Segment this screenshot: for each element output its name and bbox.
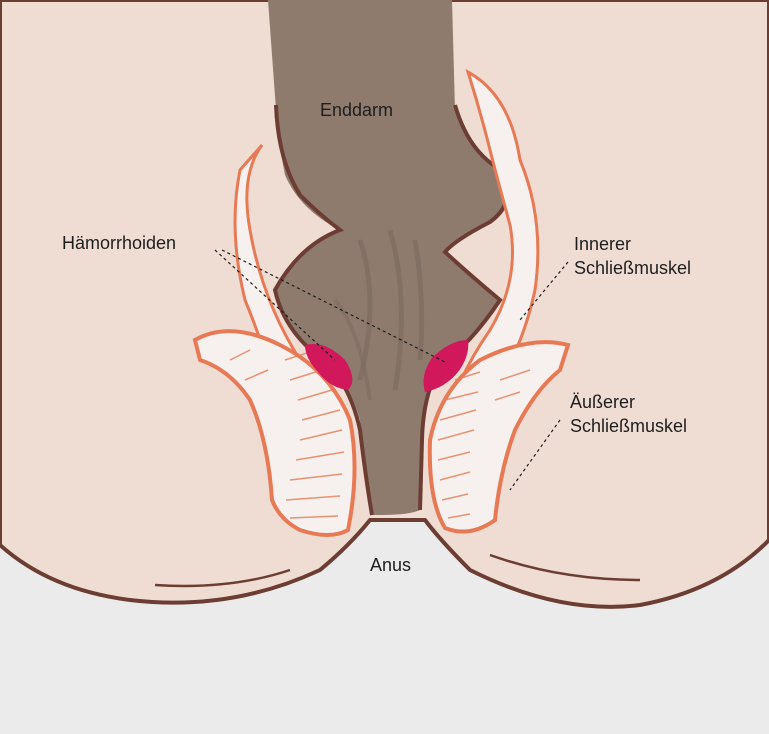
label-outer-sphincter-line2: Schließmuskel (570, 414, 687, 438)
label-anus: Anus (370, 553, 411, 577)
label-inner-sphincter-line1: Innerer (574, 232, 691, 256)
label-hemorrhoids: Hämorrhoiden (62, 231, 176, 255)
label-outer-sphincter-line1: Äußerer (570, 390, 687, 414)
label-inner-sphincter-line2: Schließmuskel (574, 256, 691, 280)
label-outer-sphincter: Äußerer Schließmuskel (570, 390, 687, 438)
label-inner-sphincter: Innerer Schließmuskel (574, 232, 691, 280)
label-rectum: Enddarm (320, 98, 393, 122)
